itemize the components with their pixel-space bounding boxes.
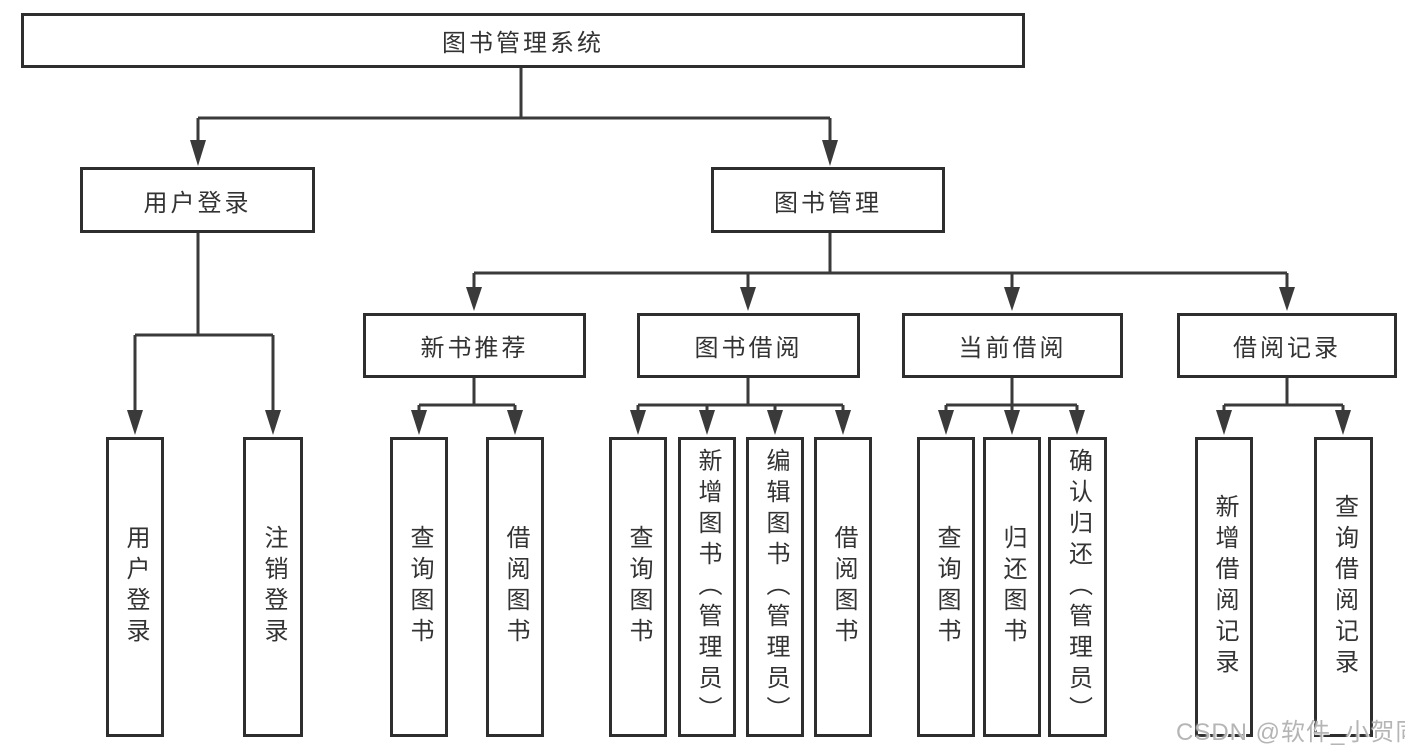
node-user-login-label: 用户登录 bbox=[143, 189, 252, 217]
leaf-borrow-edit-admin: 编辑图书（管理员） bbox=[746, 437, 804, 737]
node-user-login: 用户登录 bbox=[80, 167, 315, 233]
node-current-borrowing-label: 当前借阅 bbox=[958, 335, 1067, 362]
leaf-newbook-borrow-label: 借阅图书 bbox=[502, 525, 529, 649]
node-borrowing-records: 借阅记录 bbox=[1177, 313, 1397, 378]
connector-user-login bbox=[133, 233, 275, 412]
leaf-borrow-book-label: 借阅图书 bbox=[830, 525, 857, 649]
leaf-logout: 注销登录 bbox=[243, 437, 303, 737]
leaf-borrow-add-admin-label: 新增图书（管理员） bbox=[694, 447, 721, 727]
leaf-newbook-query: 查询图书 bbox=[390, 437, 448, 737]
arrowheads bbox=[127, 140, 1351, 435]
node-root: 图书管理系统 bbox=[21, 13, 1025, 68]
connector-borrowing bbox=[636, 378, 845, 412]
leaf-current-confirm-admin: 确认归还（管理员） bbox=[1048, 437, 1107, 737]
leaf-current-query-label: 查询图书 bbox=[933, 525, 960, 649]
connector-root bbox=[196, 66, 832, 144]
node-new-book-recommend-label: 新书推荐 bbox=[420, 335, 529, 362]
leaf-logout-label: 注销登录 bbox=[260, 525, 287, 649]
leaf-newbook-query-label: 查询图书 bbox=[406, 525, 433, 649]
node-new-book-recommend: 新书推荐 bbox=[363, 313, 586, 378]
leaf-user-login: 用户登录 bbox=[106, 437, 164, 737]
node-borrowing-records-label: 借阅记录 bbox=[1233, 335, 1341, 362]
node-book-borrowing: 图书借阅 bbox=[637, 313, 860, 378]
node-book-management: 图书管理 bbox=[711, 167, 945, 233]
leaf-records-add-label: 新增借阅记录 bbox=[1211, 494, 1238, 680]
leaf-current-confirm-admin-label: 确认归还（管理员） bbox=[1064, 447, 1092, 727]
leaf-current-return: 归还图书 bbox=[983, 437, 1041, 737]
leaf-borrow-edit-admin-label: 编辑图书（管理员） bbox=[762, 447, 789, 727]
node-current-borrowing: 当前借阅 bbox=[902, 313, 1123, 378]
connector-new-book bbox=[417, 378, 517, 412]
leaf-borrow-query-label: 查询图书 bbox=[625, 525, 652, 649]
csdn-watermark: CSDN @软件_小贺同学 bbox=[1176, 719, 1405, 746]
connector-book-management bbox=[472, 233, 1289, 291]
leaf-borrow-query: 查询图书 bbox=[609, 437, 667, 737]
connector-records bbox=[1222, 378, 1345, 412]
leaf-records-add: 新增借阅记录 bbox=[1195, 437, 1253, 737]
leaf-borrow-add-admin: 新增图书（管理员） bbox=[678, 437, 736, 737]
node-root-label: 图书管理系统 bbox=[442, 30, 604, 57]
leaf-newbook-borrow: 借阅图书 bbox=[486, 437, 544, 737]
node-book-management-label: 图书管理 bbox=[774, 189, 882, 217]
leaf-current-query: 查询图书 bbox=[917, 437, 975, 737]
leaf-user-login-label: 用户登录 bbox=[122, 525, 149, 649]
leaf-borrow-book: 借阅图书 bbox=[814, 437, 872, 737]
leaf-current-return-label: 归还图书 bbox=[999, 525, 1026, 649]
node-book-borrowing-label: 图书借阅 bbox=[694, 335, 803, 362]
leaf-records-query: 查询借阅记录 bbox=[1314, 437, 1373, 737]
connector-current bbox=[944, 378, 1079, 412]
leaf-records-query-label: 查询借阅记录 bbox=[1330, 494, 1358, 680]
